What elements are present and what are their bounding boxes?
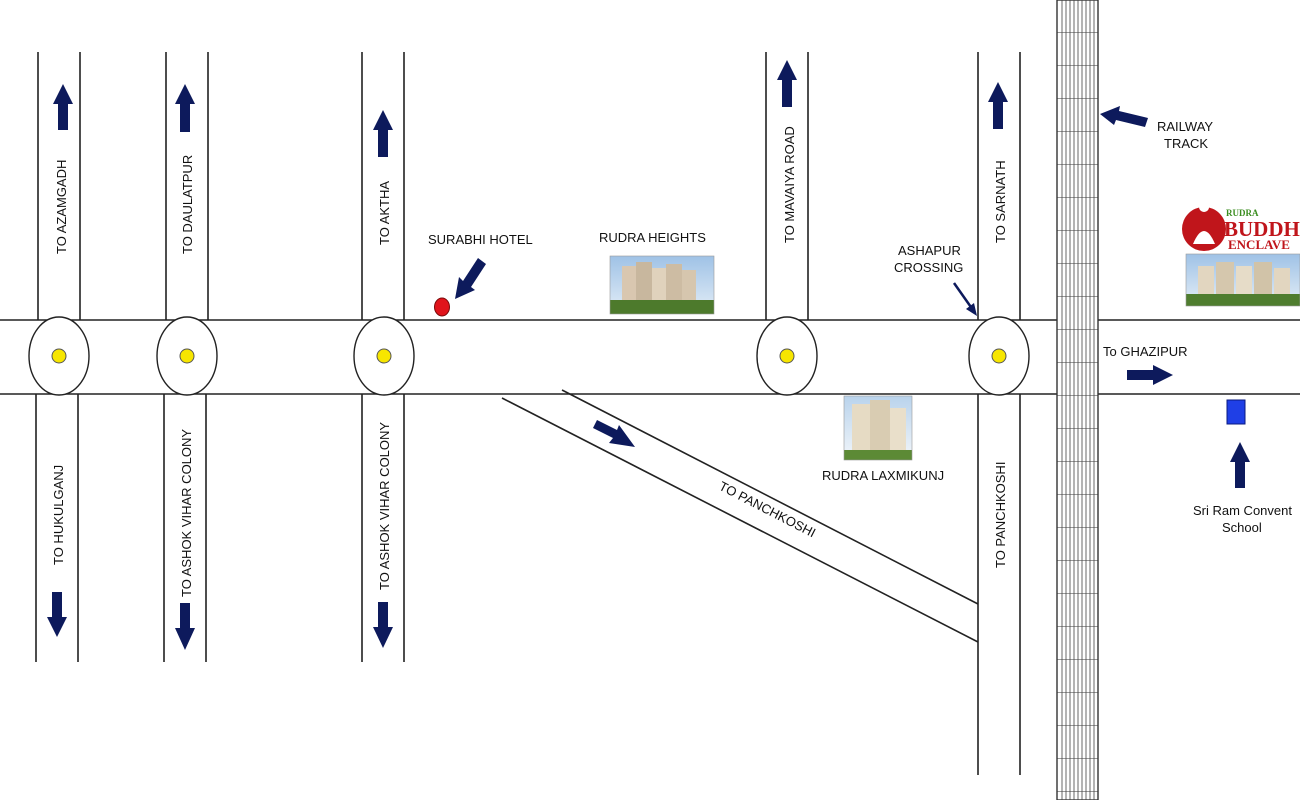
arrow-down-icon [373, 602, 393, 648]
label-to-ghazipur: To GHAZIPUR [1103, 344, 1188, 359]
railway-track [1056, 0, 1099, 800]
label-surabhi-hotel: SURABHI HOTEL [428, 232, 533, 247]
label-to-panchkoshi-vertical: TO PANCHKOSHI [993, 462, 1008, 568]
logo-name-line1: BUDDHA [1224, 217, 1300, 241]
logo-brand-small: RUDRA [1226, 208, 1259, 218]
label-school-line1: Sri Ram Convent [1193, 503, 1292, 518]
location-pin-icon [434, 297, 450, 317]
label-school-line2: School [1222, 520, 1262, 535]
buddha-enclave-logo: RUDRA BUDDHA ENCLAVE [1182, 202, 1300, 252]
label-to-aktha: TO AKTHA [377, 181, 392, 245]
label-ashapur-line2: CROSSING [894, 260, 963, 275]
traffic-signal-icon [376, 348, 392, 364]
label-to-panchkoshi-diagonal: TO PANCHKOSHI [717, 478, 819, 540]
label-ashapur-line1: ASHAPUR [898, 243, 961, 258]
rudra-heights-photo [609, 255, 715, 315]
buddha-enclave-photo [1185, 253, 1300, 307]
arrow-right-icon [1127, 365, 1173, 385]
direction-arrows [47, 60, 1250, 650]
roundabout-daulatpur [156, 316, 218, 396]
label-to-ashok-vihar-2: TO ASHOK VIHAR COLONY [377, 422, 392, 590]
arrow-up-icon [373, 110, 393, 157]
arrow-left-icon [1100, 106, 1148, 127]
arrow-down-icon [175, 603, 195, 650]
label-to-azamgadh: TO AZAMGADH [54, 160, 69, 254]
panchkoshi-diagonal-road [501, 389, 979, 643]
traffic-signal-icon [991, 348, 1007, 364]
label-rudra-laxmikunj: RUDRA LAXMIKUNJ [822, 468, 944, 483]
traffic-signal-icon [779, 348, 795, 364]
traffic-signal-icon [51, 348, 67, 364]
roundabouts [28, 316, 1030, 396]
logo-name-line2: ENCLAVE [1228, 237, 1290, 252]
label-to-hukulganj: TO HUKULGANJ [51, 465, 66, 565]
roundabout-mavaiya [756, 316, 818, 396]
label-rudra-heights: RUDRA HEIGHTS [599, 230, 706, 245]
label-to-daulatpur: TO DAULATPUR [180, 155, 195, 254]
arrow-up-icon [175, 84, 195, 132]
arrow-down-icon [47, 592, 67, 637]
label-to-mavaiya-road: TO MAVAIYA ROAD [782, 126, 797, 243]
arrow-down-left-icon [455, 258, 486, 299]
arrow-up-icon [988, 82, 1008, 129]
arrow-up-icon [1230, 442, 1250, 488]
label-railway-line1: RAILWAY [1157, 119, 1213, 134]
arrow-down-right-icon [593, 420, 635, 447]
label-to-sarnath: TO SARNATH [993, 160, 1008, 243]
arrow-up-icon [53, 84, 73, 130]
label-to-ashok-vihar-1: TO ASHOK VIHAR COLONY [179, 429, 194, 597]
buddha-icon [1182, 207, 1226, 251]
roundabout-ashapur [968, 316, 1030, 396]
label-railway-line2: TRACK [1164, 136, 1208, 151]
rudra-laxmikunj-photo [843, 395, 913, 461]
roundabout-aktha [353, 316, 415, 396]
arrow-pointer-icon [966, 303, 977, 316]
traffic-signal-icon [179, 348, 195, 364]
school-marker-icon [1226, 399, 1246, 425]
roads-south [35, 394, 1021, 775]
roads-north [37, 52, 1021, 320]
roundabout-azamgadh [28, 316, 90, 396]
arrow-up-icon [777, 60, 797, 107]
